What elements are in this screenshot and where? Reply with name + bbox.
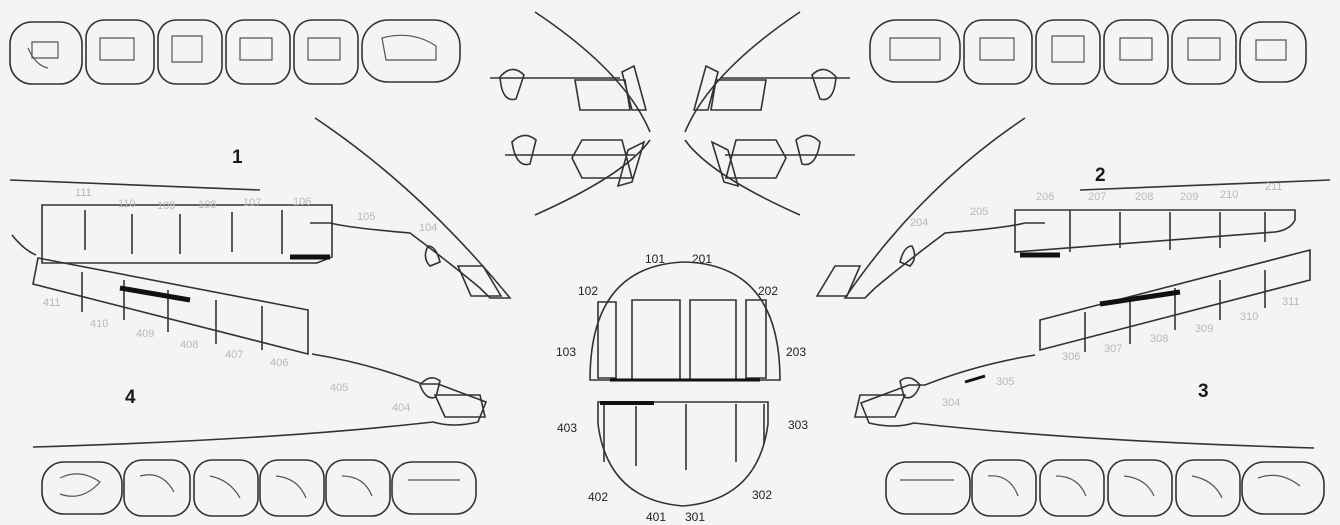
tooth-label-401: 401: [646, 511, 666, 523]
tooth-label-202: 202: [758, 285, 778, 297]
quadrant-1-label: 1: [232, 148, 243, 167]
tooth-label-301: 301: [685, 511, 705, 523]
tooth-label-210: 210: [1220, 190, 1238, 201]
tooth-label-311: 311: [1282, 297, 1300, 308]
quadrant-3-label: 3: [1198, 382, 1209, 401]
tooth-label-407: 407: [225, 350, 243, 361]
tooth-label-201: 201: [692, 253, 712, 265]
tooth-label-105: 105: [357, 212, 375, 223]
tooth-label-110: 110: [118, 199, 136, 210]
tooth-label-403: 403: [557, 422, 577, 434]
tooth-label-411: 411: [43, 298, 61, 309]
tooth-label-102: 102: [578, 285, 598, 297]
tooth-label-108: 108: [198, 200, 216, 211]
tooth-label-306: 306: [1062, 352, 1080, 363]
tooth-label-103: 103: [556, 346, 576, 358]
tooth-label-402: 402: [588, 491, 608, 503]
occlusal-lower-right-row: [42, 460, 476, 516]
incisor-frontal-view: [590, 262, 780, 506]
incisor-profile-left-view: [490, 12, 650, 215]
lateral-left-jaw-view: [817, 118, 1330, 448]
tooth-label-309: 309: [1195, 324, 1213, 335]
tooth-label-204: 204: [910, 218, 928, 229]
tooth-label-405: 405: [330, 383, 348, 394]
tooth-label-106: 106: [293, 197, 311, 208]
tooth-label-404: 404: [392, 403, 410, 414]
tooth-label-303: 303: [788, 419, 808, 431]
occlusal-upper-right-row: [10, 20, 460, 84]
tooth-label-109: 109: [157, 201, 175, 212]
tooth-label-205: 205: [970, 207, 988, 218]
tooth-label-406: 406: [270, 358, 288, 369]
tooth-label-207: 207: [1088, 192, 1106, 203]
tooth-label-107: 107: [243, 198, 261, 209]
tooth-label-211: 211: [1265, 182, 1283, 193]
tooth-label-101: 101: [645, 253, 665, 265]
quadrant-4-label: 4: [125, 388, 136, 407]
tooth-label-310: 310: [1240, 312, 1258, 323]
tooth-label-203: 203: [786, 346, 806, 358]
tooth-label-307: 307: [1104, 344, 1122, 355]
tooth-label-104: 104: [419, 223, 437, 234]
tooth-label-209: 209: [1180, 192, 1198, 203]
tooth-label-408: 408: [180, 340, 198, 351]
tooth-label-409: 409: [136, 329, 154, 340]
tooth-label-308: 308: [1150, 334, 1168, 345]
tooth-label-206: 206: [1036, 192, 1054, 203]
occlusal-lower-left-row: [886, 460, 1324, 516]
quadrant-2-label: 2: [1095, 166, 1106, 185]
tooth-label-304: 304: [942, 398, 960, 409]
lateral-right-jaw-view: [10, 118, 510, 447]
tooth-label-111: 111: [75, 188, 92, 199]
tooth-label-410: 410: [90, 319, 108, 330]
tooth-label-208: 208: [1135, 192, 1153, 203]
tooth-label-302: 302: [752, 489, 772, 501]
occlusal-upper-left-row: [870, 20, 1306, 84]
incisor-profile-right-view: [685, 12, 855, 215]
tooth-label-305: 305: [996, 377, 1014, 388]
